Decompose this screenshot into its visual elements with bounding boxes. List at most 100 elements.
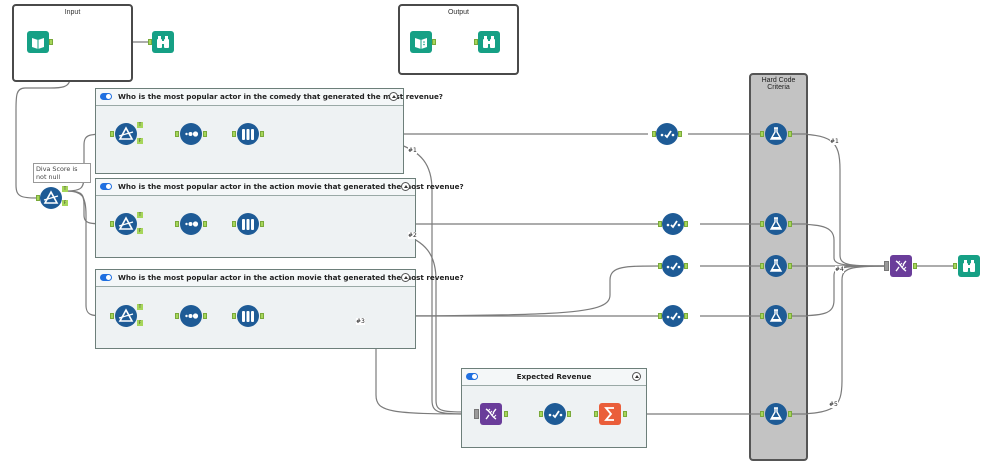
wire-hc4-to-union [789,265,889,317]
filter-tool[interactable] [115,305,137,327]
browse-icon [963,260,975,272]
filter-false-anchor[interactable]: F [137,138,143,144]
formula-tool[interactable] [765,255,787,277]
output-anchor[interactable] [913,263,917,269]
sample-tool[interactable] [180,305,202,327]
filter-false-anchor[interactable]: F [137,320,143,326]
input-anchor[interactable] [110,131,114,137]
input-anchor[interactable] [760,221,764,227]
formula-tool[interactable] [765,305,787,327]
output-anchor[interactable] [260,313,264,319]
formula-icon [769,309,783,322]
collapse-icon[interactable] [401,182,410,191]
filter-true-anchor[interactable]: T [62,186,68,192]
output-anchor[interactable] [260,221,264,227]
collapse-icon[interactable] [632,372,641,381]
output-anchor[interactable] [567,411,571,417]
output-anchor[interactable] [788,313,792,319]
input-anchor[interactable] [175,131,179,137]
output-anchor[interactable] [788,221,792,227]
input-anchor[interactable] [652,131,656,137]
select-tool[interactable] [544,403,566,425]
input-anchor[interactable] [232,131,236,137]
output-anchor[interactable] [678,131,682,137]
output-anchor[interactable] [788,131,792,137]
filter-true-anchor[interactable]: T [137,304,143,310]
collapse-icon[interactable] [389,92,398,101]
container-toggle[interactable] [100,274,112,281]
select-records-tool[interactable] [237,123,259,145]
input-anchor[interactable] [175,313,179,319]
output-anchor[interactable] [788,411,792,417]
formula-tool[interactable] [765,403,787,425]
output-anchor[interactable] [432,39,436,45]
select-tool[interactable] [656,123,678,145]
filter-true-anchor[interactable]: T [137,212,143,218]
container-toggle[interactable] [100,183,112,190]
select-records-tool[interactable] [237,213,259,235]
filter-false-anchor[interactable]: F [137,228,143,234]
union-icon [485,408,497,420]
filter-true-anchor[interactable]: T [137,122,143,128]
select-tool[interactable] [662,213,684,235]
input-anchor[interactable] [760,313,764,319]
collapse-icon[interactable] [401,273,410,282]
filter-tool[interactable] [40,187,62,209]
select-tool[interactable] [662,305,684,327]
sample-tool[interactable] [180,123,202,145]
output-anchor[interactable] [788,263,792,269]
output-anchor[interactable] [260,131,264,137]
filter-tool[interactable] [115,123,137,145]
input-anchor[interactable] [36,195,40,201]
output-anchor[interactable] [203,221,207,227]
select-records-tool[interactable] [237,305,259,327]
input-anchor[interactable] [760,263,764,269]
input-anchor[interactable] [658,313,662,319]
multi-input-anchor[interactable] [884,261,889,271]
input-anchor[interactable] [539,411,543,417]
summarize-tool[interactable] [599,403,621,425]
output-anchor[interactable] [203,313,207,319]
input-anchor[interactable] [474,39,478,45]
container-toggle[interactable] [466,373,478,380]
input-anchor[interactable] [594,411,598,417]
input-data-tool[interactable] [27,31,49,53]
input-anchor[interactable] [658,221,662,227]
output-anchor[interactable] [684,221,688,227]
input-anchor[interactable] [148,39,152,45]
filter-tool[interactable] [115,213,137,235]
sample-tool[interactable] [180,213,202,235]
formula-tool[interactable] [765,123,787,145]
sample-icon [185,221,199,227]
container-toggle[interactable] [100,93,112,100]
filter-false-anchor[interactable]: F [62,200,68,206]
input-anchor[interactable] [110,221,114,227]
input-anchor[interactable] [232,221,236,227]
output-anchor[interactable] [623,411,627,417]
input-anchor[interactable] [110,313,114,319]
input-data-icon [32,38,44,49]
tool-container-action-2[interactable]: Who is the most popular actor in the act… [95,269,464,349]
output-anchor[interactable] [49,39,53,45]
input-anchor[interactable] [658,263,662,269]
wire-hc5-to-union [789,265,889,415]
select-tool[interactable] [662,255,684,277]
input-anchor[interactable] [175,221,179,227]
multi-input-anchor[interactable] [474,409,479,419]
formula-tool[interactable] [765,213,787,235]
browse-tool[interactable] [958,255,980,277]
input-anchor[interactable] [953,263,957,269]
input-anchor[interactable] [760,411,764,417]
output-data-tool[interactable] [410,31,432,53]
output-anchor[interactable] [684,313,688,319]
union-tool[interactable] [890,255,912,277]
input-anchor[interactable] [232,313,236,319]
output-anchor[interactable] [203,131,207,137]
browse-tool[interactable] [152,31,174,53]
input-anchor[interactable] [760,131,764,137]
output-anchor[interactable] [504,411,508,417]
browse-tool[interactable] [478,31,500,53]
filter-icon [118,126,134,140]
union-tool[interactable] [480,403,502,425]
output-anchor[interactable] [684,263,688,269]
